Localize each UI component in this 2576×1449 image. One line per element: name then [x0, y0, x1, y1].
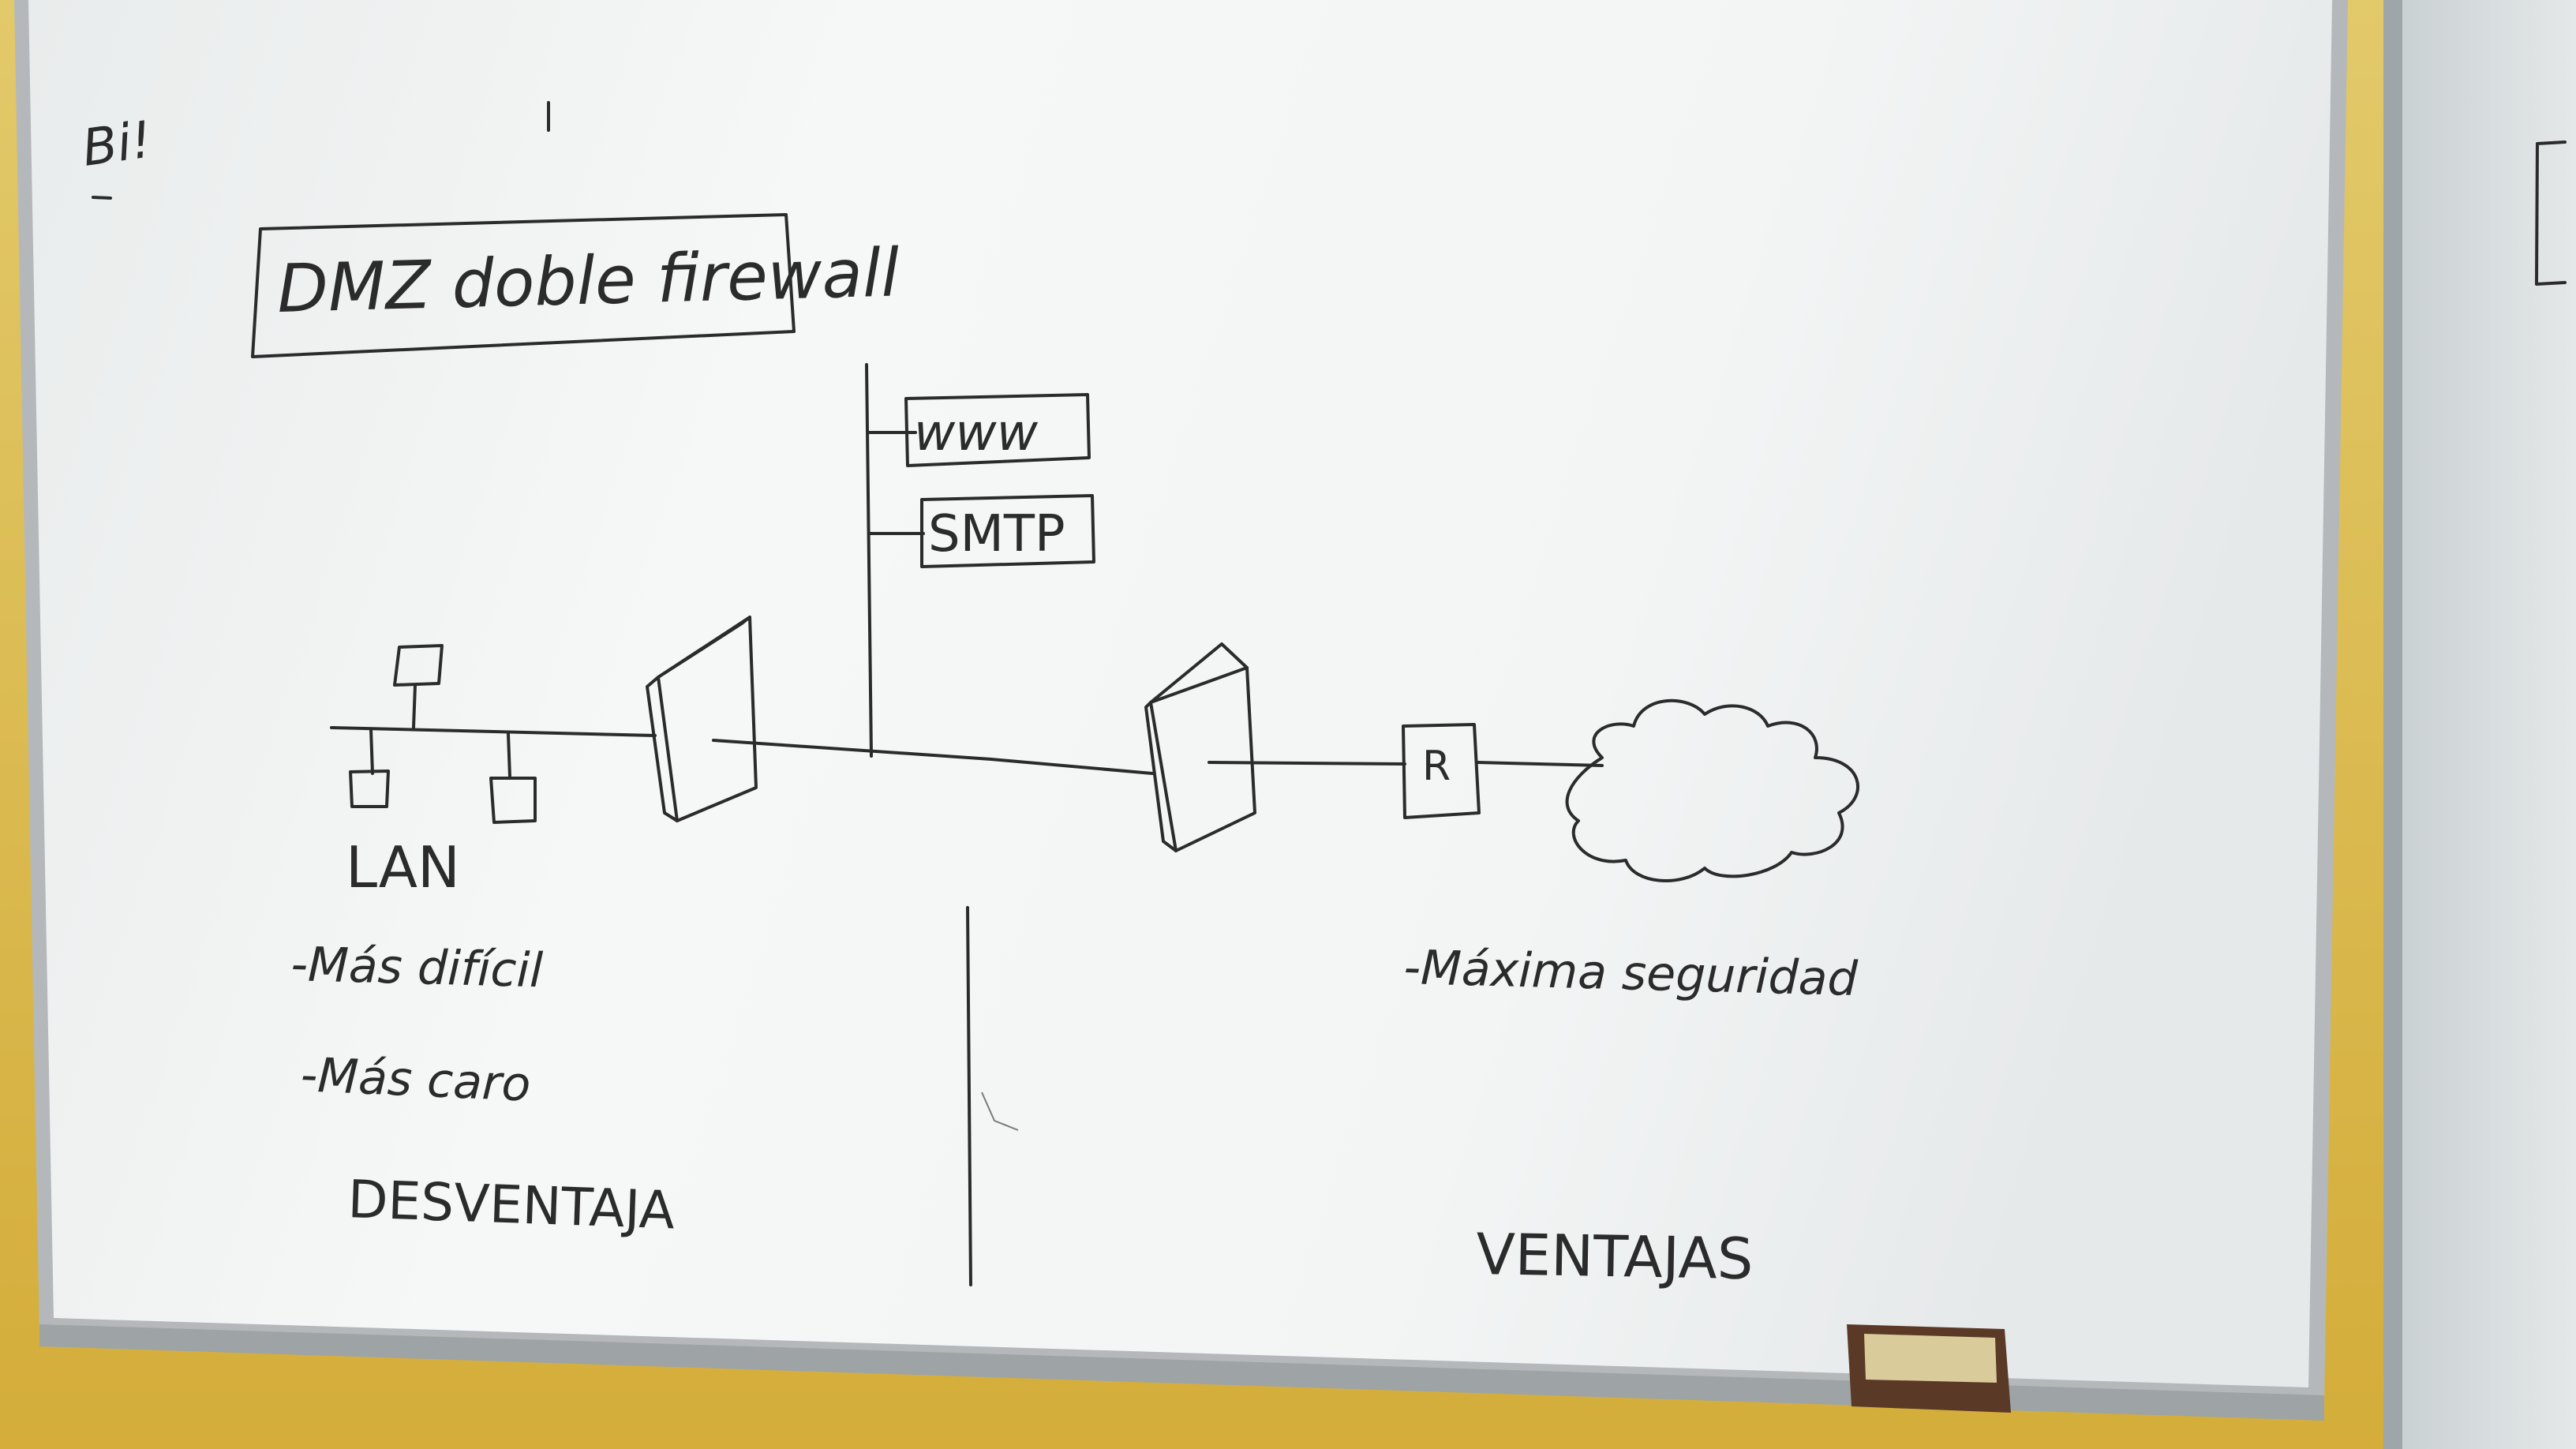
- whiteboard-surface: [28, 0, 2332, 1387]
- lan-bus-line: [330, 726, 657, 737]
- adjacent-board-frame: [2383, 0, 2402, 1449]
- internet-cloud-icon: [1565, 698, 1859, 882]
- backbone-line: [712, 739, 1154, 775]
- adjacent-board: [2391, 0, 2576, 1449]
- disadvantage-item-1: -Más difícil: [290, 937, 544, 998]
- firewall-inner-icon: [646, 616, 758, 822]
- router-cloud-line: [1476, 761, 1604, 767]
- advantage-item-1: -Máxima seguridad: [1403, 940, 1859, 1007]
- dmz-bus-line: [865, 363, 873, 758]
- marker-tray: [39, 1324, 2324, 1421]
- adjacent-board-mark: [2535, 140, 2567, 286]
- title-box: DMZ doble firewall: [251, 213, 900, 358]
- corner-scribble-text: Bi!: [79, 110, 155, 178]
- fw-router-line: [1208, 761, 1406, 766]
- www-server-label: www: [914, 404, 1039, 462]
- lan-host-top: [393, 644, 444, 729]
- eraser: [1847, 1324, 2011, 1413]
- router-label: R: [1422, 743, 1451, 790]
- router-icon: R: [1402, 723, 1481, 819]
- smtp-server: SMTP: [920, 494, 1095, 568]
- disadvantage-item-2: -Más caro: [299, 1047, 531, 1113]
- advantages-heading: VENTAJAS: [1476, 1221, 1754, 1292]
- scribble-dash: [92, 196, 112, 200]
- lan-host-left: [349, 728, 390, 808]
- title-text: DMZ doble firewall: [276, 234, 900, 328]
- disadvantages-heading: DESVENTAJA: [346, 1169, 676, 1241]
- lan-host-right: [489, 732, 537, 824]
- divider-line: [966, 906, 972, 1286]
- lan-label: LAN: [346, 834, 460, 900]
- divider-scratch: [981, 1091, 1019, 1131]
- firewall-outer-icon: [1144, 642, 1256, 852]
- smtp-server-label: SMTP: [928, 505, 1065, 564]
- www-server: www: [904, 393, 1091, 467]
